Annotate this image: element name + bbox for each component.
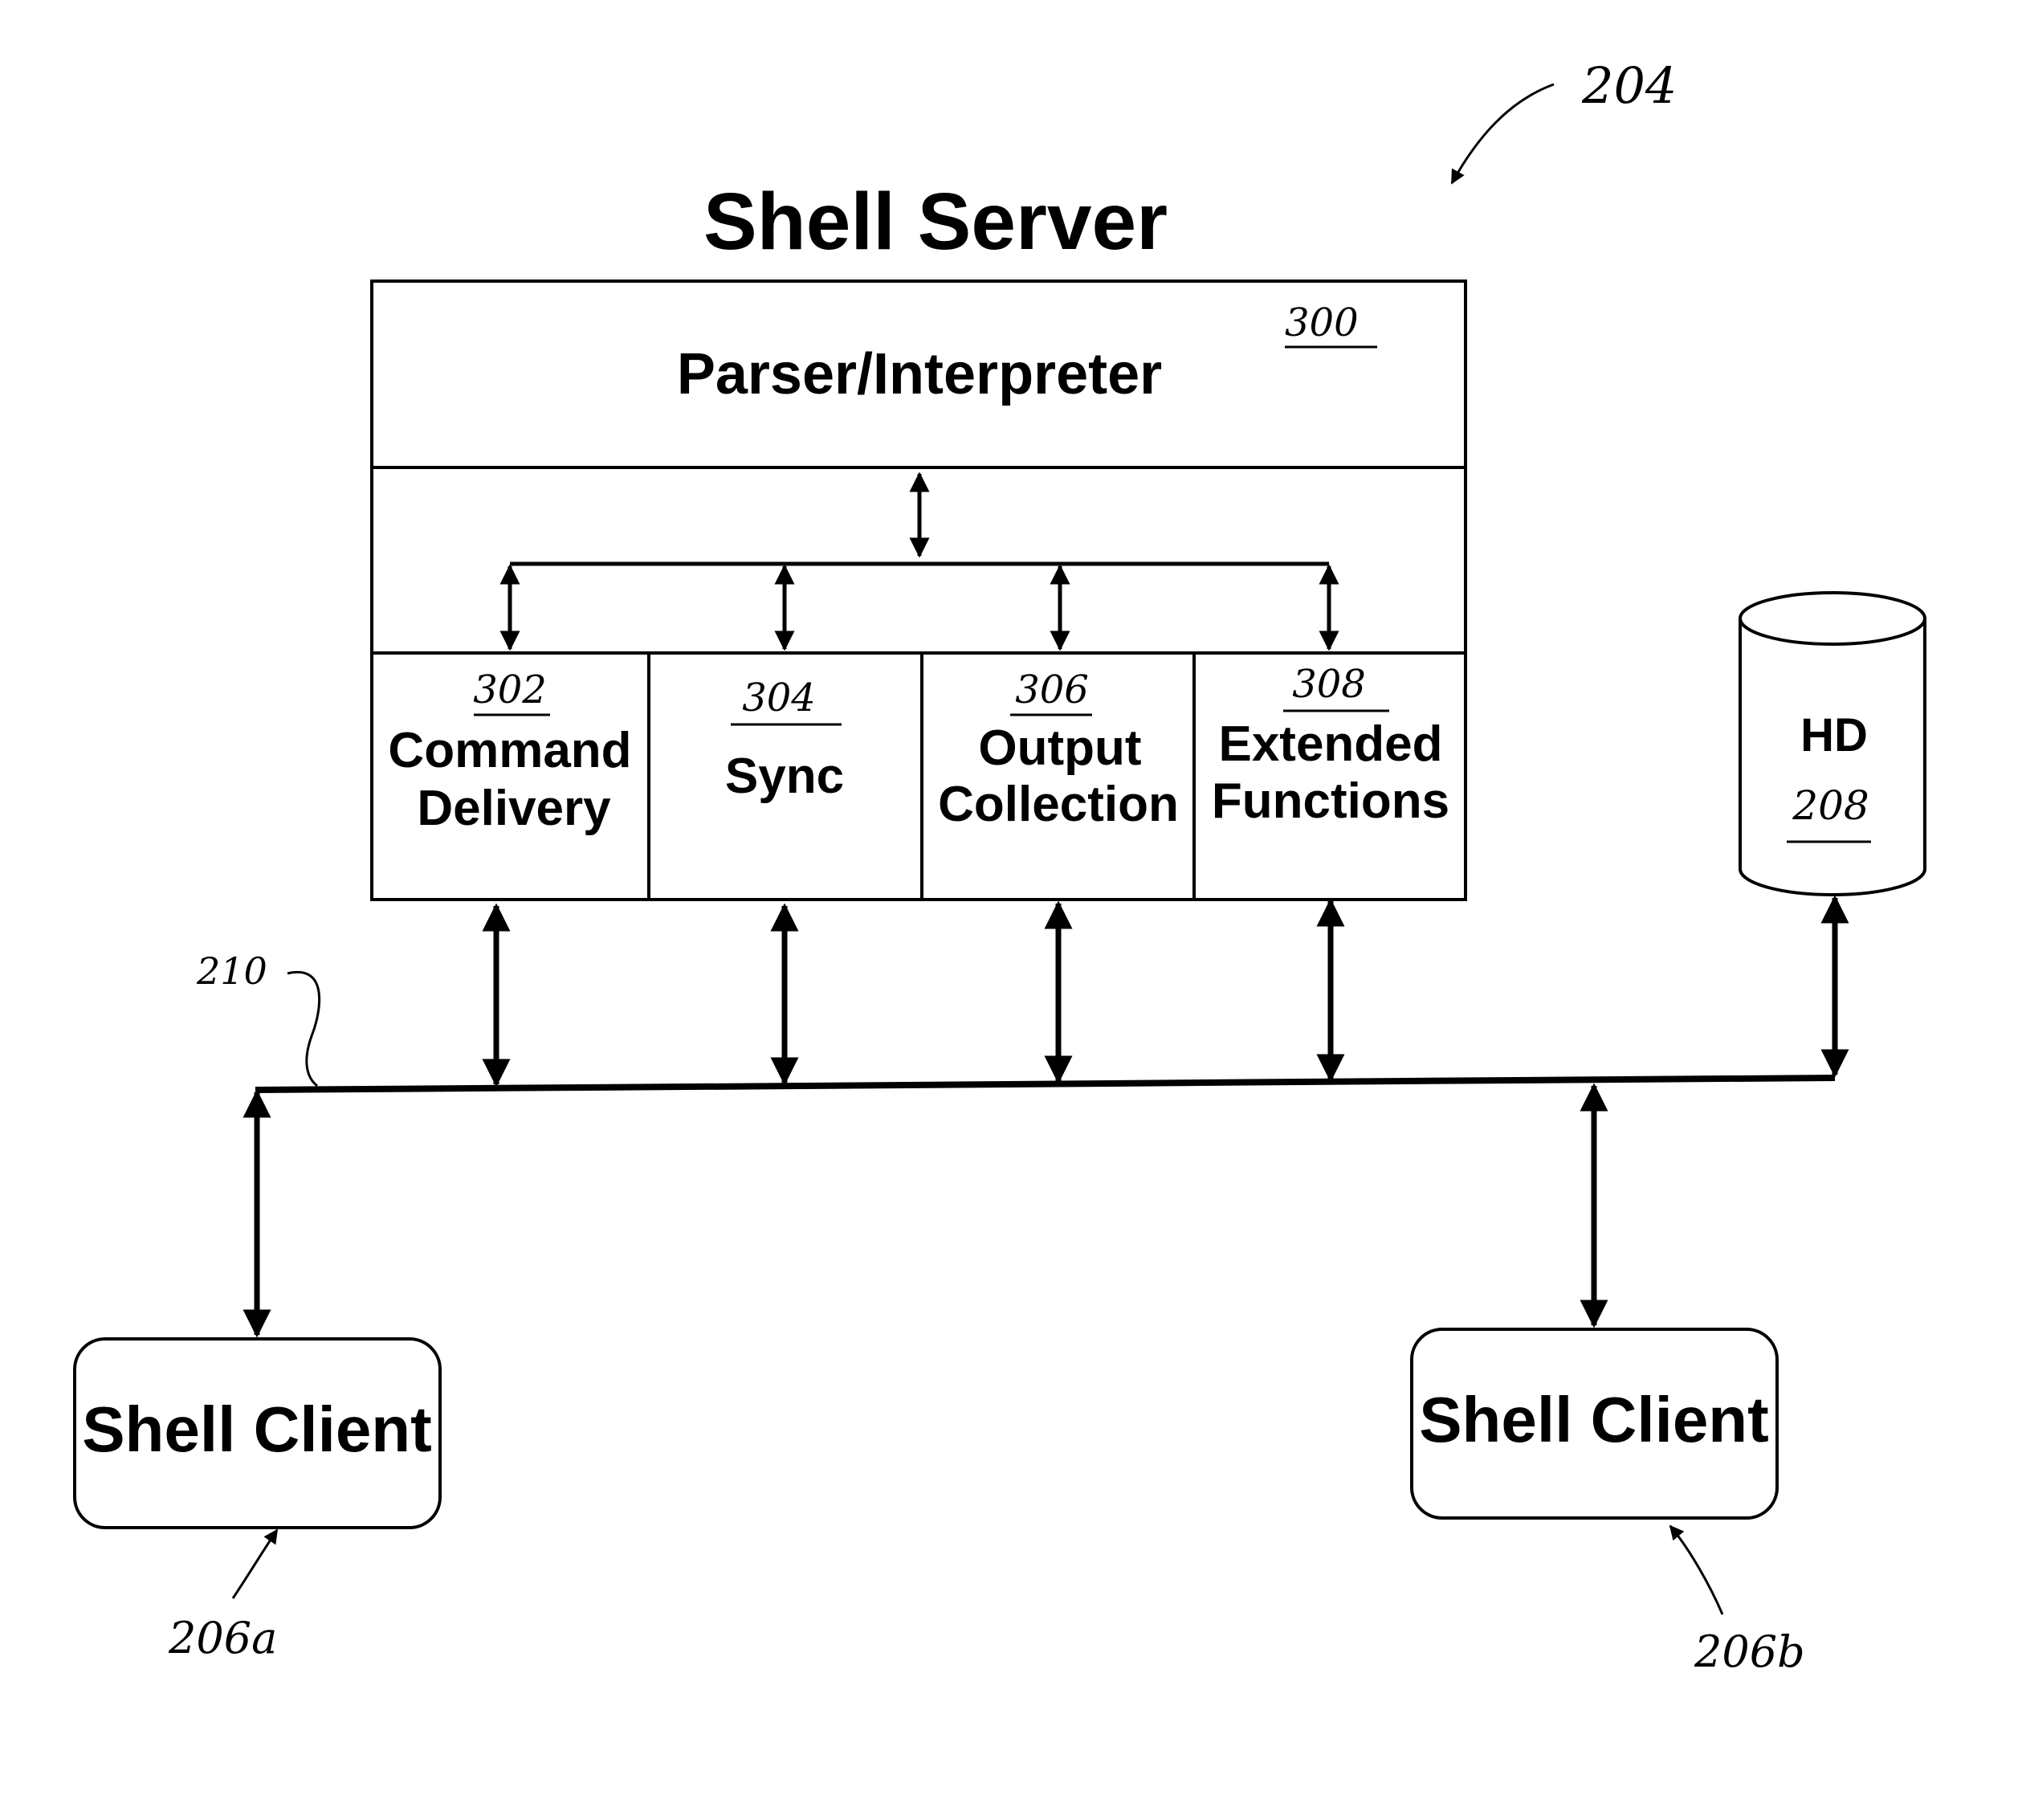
hd-label: HD <box>1800 709 1868 761</box>
hd-cylinder-top <box>1740 593 1925 644</box>
module-ref-label: 308 <box>1292 662 1366 707</box>
module-label-line2: Functions <box>1212 773 1449 829</box>
hd-cylinder: HD 208 <box>1740 593 1925 895</box>
shell-client-206b: Shell Client 206b <box>1412 1329 1805 1677</box>
figure-ref-arrow <box>1452 84 1554 183</box>
module-label-line2: Delivery <box>417 781 611 836</box>
module-ref-label: 302 <box>473 667 547 712</box>
module-label-line1: Sync <box>725 749 844 804</box>
hd-ref-label: 208 <box>1792 782 1869 829</box>
shell-client-label: Shell Client <box>82 1394 432 1465</box>
bus-ref-label: 210 <box>196 949 267 993</box>
module-ref-label: 304 <box>742 675 816 720</box>
bus-line <box>255 1078 1835 1090</box>
module-ref-label: 306 <box>1015 667 1089 712</box>
parser-label: Parser/Interpreter <box>677 342 1162 406</box>
shell-client-label: Shell Client <box>1419 1384 1769 1455</box>
shell-client-ref-label: 206b <box>1694 1626 1805 1677</box>
figure-ref-204: 204 <box>1452 56 1677 183</box>
figure-ref-label: 204 <box>1581 56 1677 115</box>
shell-client-206a: Shell Client 206a <box>75 1339 440 1663</box>
diagram-title: Shell Server <box>703 177 1168 267</box>
bus-ref-210: 210 <box>196 949 320 1086</box>
module-label-line1: Command <box>388 723 631 778</box>
module-label-line2: Collection <box>938 777 1179 832</box>
module-label-line1: Extended <box>1218 716 1442 772</box>
parser-ref-label: 300 <box>1285 300 1359 345</box>
bus-ref-leader <box>287 972 320 1086</box>
shell-client-ref-arrow <box>233 1530 277 1598</box>
shell-client-ref-arrow <box>1670 1526 1722 1614</box>
shell-client-ref-label: 206a <box>168 1613 277 1663</box>
module-label-line1: Output <box>978 720 1141 776</box>
